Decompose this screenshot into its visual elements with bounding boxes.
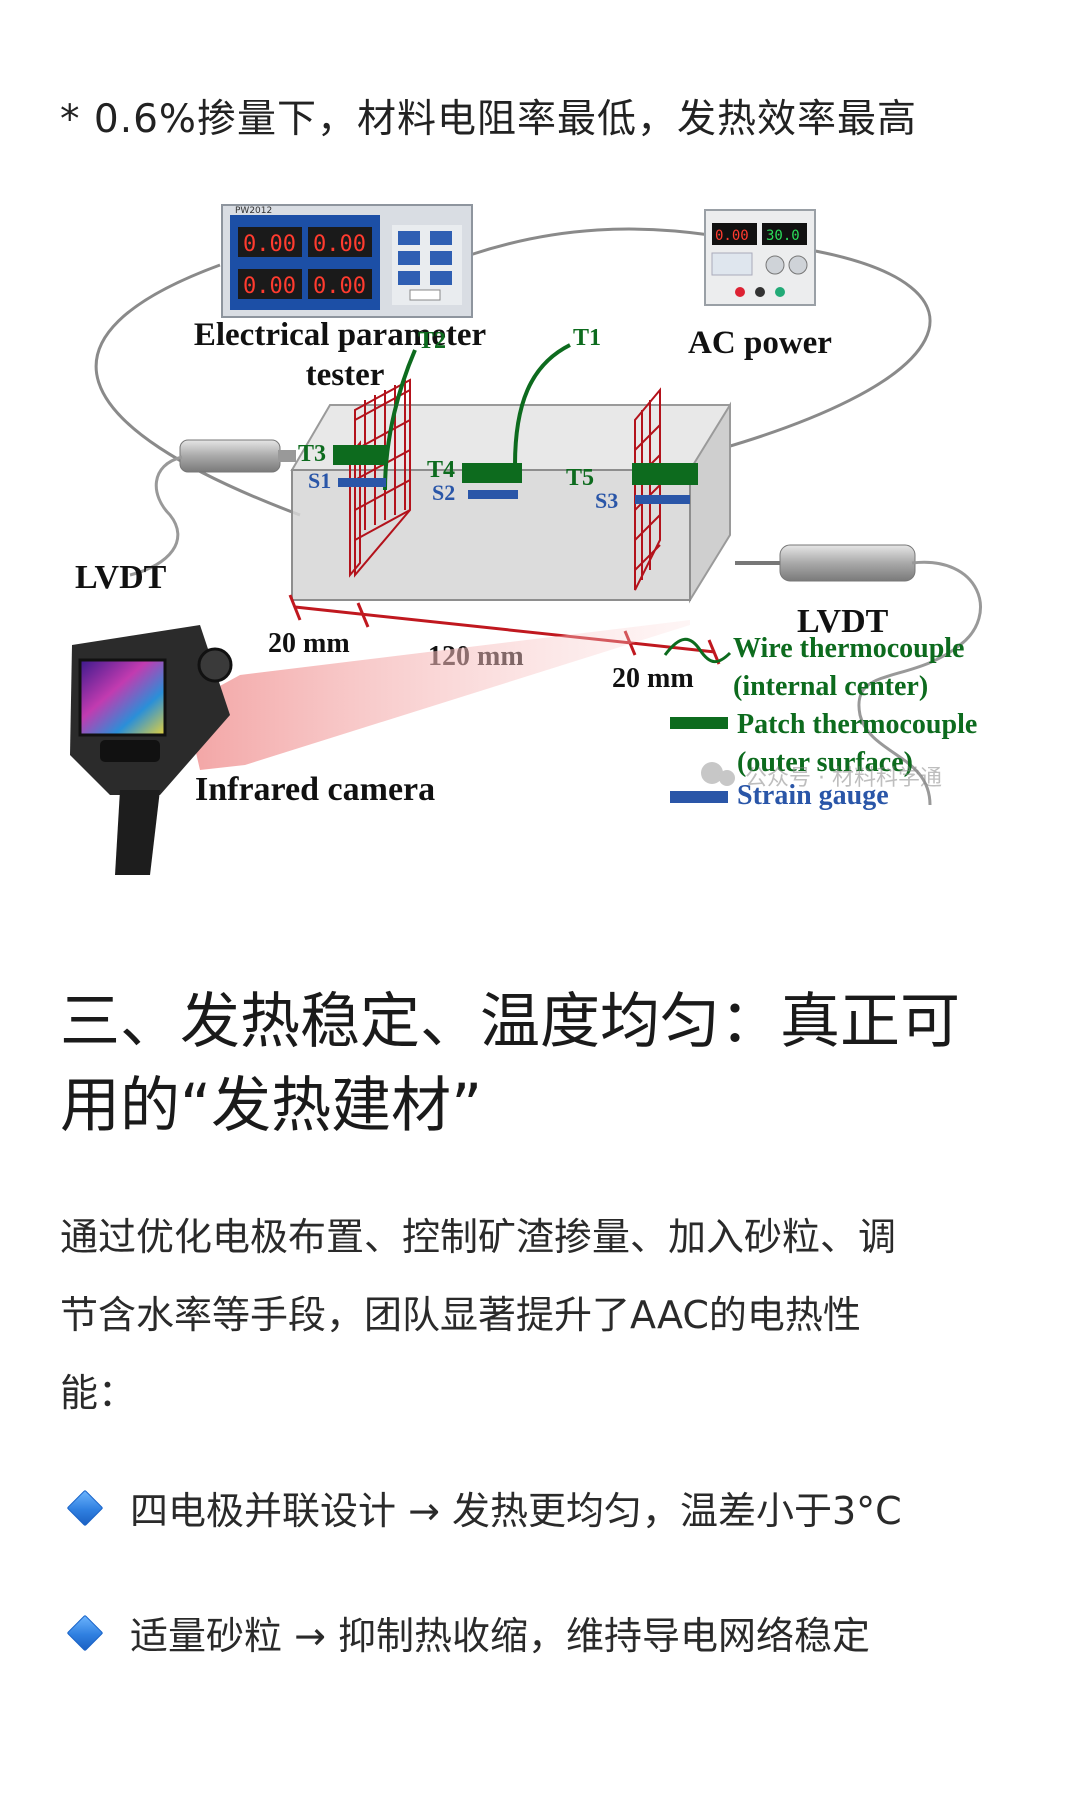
label-t3: T3 [298, 441, 326, 467]
section-heading: 三、发热稳定、温度均匀：真正可 用的“发热建材” [60, 980, 1040, 1148]
heading-line: 用的“发热建材” [60, 1071, 483, 1141]
wire-legend-icon [663, 637, 732, 664]
label-s1: S1 [308, 468, 331, 493]
tester-reading-3: 0.00 [243, 274, 296, 299]
ac-power-label: AC power [688, 325, 832, 361]
lvdt-right-label: LVDT [797, 603, 889, 640]
label-t4: T4 [427, 457, 455, 483]
infrared-beam [185, 620, 690, 770]
tester-label: Electrical parameter [194, 317, 486, 353]
figure-note: * 0.6%掺量下，材料电阻率最低，发热效率最高 [60, 97, 917, 142]
label-t1: T1 [573, 325, 601, 351]
patch-t3 [333, 445, 388, 465]
infrared-camera-label: Infrared camera [195, 771, 435, 808]
legend-patch: Patch thermocouple [737, 709, 977, 740]
watermark-text: 公众号 · 材料科学通 [745, 766, 942, 791]
ac-reading-2: 30.0 [766, 228, 800, 244]
paragraph-line: 能： [60, 1371, 137, 1415]
patch-legend-icon [670, 717, 728, 729]
lvdt-left-label: LVDT [75, 559, 167, 596]
legend-wire-2: (internal center) [733, 671, 928, 702]
electrical-parameter-tester: PW2012 0.00 0.00 0.00 0.00 [221, 204, 473, 318]
legend-wire: Wire thermocouple [733, 633, 964, 664]
wire-thermocouple-t2 [383, 349, 417, 491]
lvdt-left-sensor [129, 439, 296, 577]
label-s2: S2 [432, 480, 455, 505]
specimen-block [290, 401, 731, 604]
strain-gauge-s3 [635, 495, 690, 504]
bullet-item: 四电极并联设计 → 发热更均匀，温差小于3°C [66, 1480, 902, 1535]
blue-diamond-icon [66, 1489, 104, 1526]
tester-model: PW2012 [235, 206, 272, 216]
experiment-setup-figure: PW2012 0.00 0.00 0.00 0.00 Electrical pa… [0, 195, 1080, 945]
dim-20mm-right: 20 mm [612, 663, 694, 694]
blue-diamond-icon [66, 1614, 104, 1651]
legend-strain: Strain gauge [737, 780, 889, 811]
infrared-camera [70, 625, 233, 875]
ac-reading-1: 0.00 [715, 228, 749, 244]
legend: Wire thermocouple (internal center) Patc… [663, 633, 977, 811]
label-t5: T5 [566, 465, 594, 491]
dim-20mm-left: 20 mm [268, 628, 350, 659]
label-s3: S3 [595, 488, 618, 513]
watermark: 公众号 · 材料科学通 [701, 762, 942, 791]
bullet-text: 适量砂粒 → 抑制热收缩，维持导电网络稳定 [130, 1614, 870, 1658]
heading-line: 三、发热稳定、温度均匀：真正可 [60, 987, 960, 1057]
bullet-text: 四电极并联设计 → 发热更均匀，温差小于3°C [130, 1489, 902, 1533]
cable-top [469, 227, 711, 257]
wire-thermocouple-t1 [513, 343, 571, 466]
patch-t5 [632, 463, 698, 485]
cable-right [679, 248, 932, 462]
strain-legend-icon [670, 791, 728, 803]
body-paragraph: 通过优化电极布置、控制矿渣掺量、加入砂粒、调 节含水率等手段，团队显著提升了AA… [60, 1198, 1030, 1432]
bullet-item: 适量砂粒 → 抑制热收缩，维持导电网络稳定 [66, 1605, 870, 1660]
label-t2: T2 [418, 328, 446, 354]
tester-reading-4: 0.00 [313, 274, 366, 299]
legend-patch-2: (outer surface) [737, 747, 913, 778]
cable-left [94, 263, 301, 517]
tester-reading-2: 0.00 [313, 232, 366, 257]
electrode-mesh-left [349, 378, 411, 578]
lvdt-right-sensor [735, 544, 982, 806]
ac-power-supply: 0.00 30.0 [704, 209, 816, 306]
paragraph-line: 节含水率等手段，团队显著提升了AAC的电热性 [60, 1293, 861, 1337]
strain-gauge-s1 [338, 478, 386, 487]
patch-t4 [462, 463, 522, 483]
paragraph-line: 通过优化电极布置、控制矿渣掺量、加入砂粒、调 [60, 1215, 897, 1259]
strain-gauge-s2 [468, 490, 518, 499]
tester-reading-1: 0.00 [243, 232, 296, 257]
tester-label-2: tester [306, 357, 385, 393]
